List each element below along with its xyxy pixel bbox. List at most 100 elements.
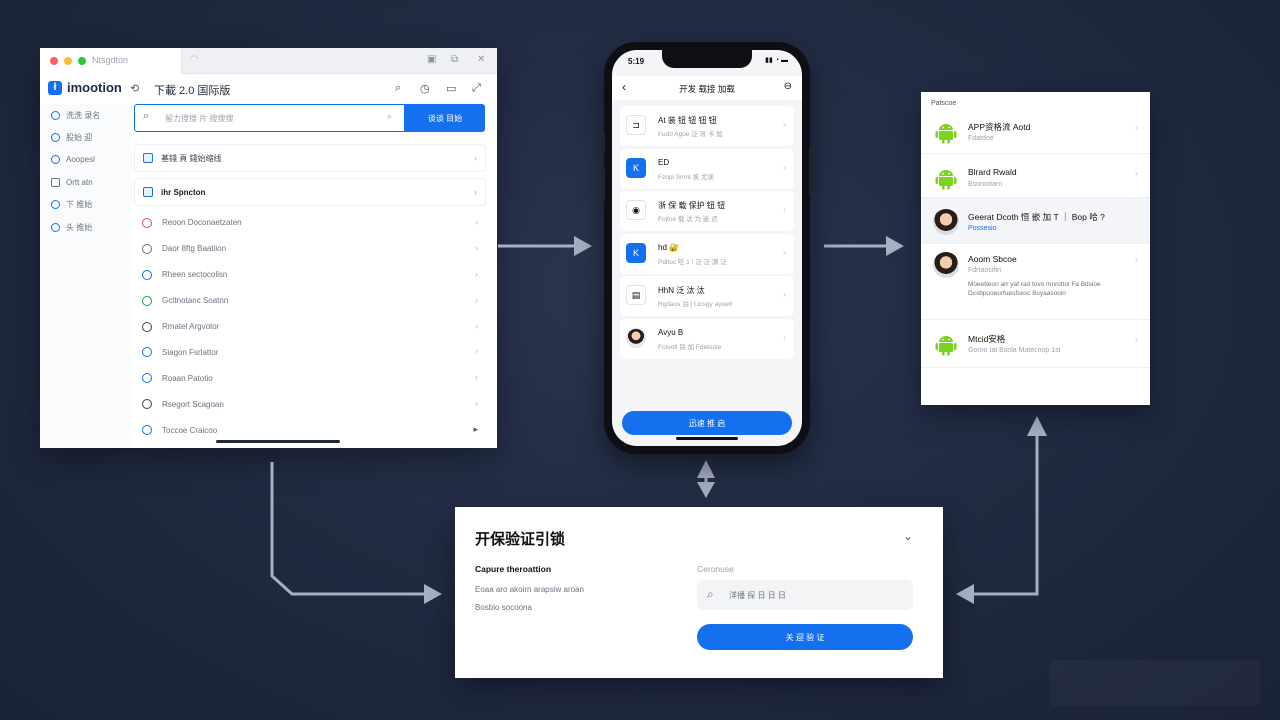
arrowhead-up	[697, 460, 715, 478]
chevron-right-icon: ›	[783, 204, 786, 214]
phone-cta-button[interactable]: 迅速 推 启	[622, 411, 792, 435]
card-search-input[interactable]: ⌕ 洋播 探 日 日 日	[697, 580, 913, 610]
sidebar-icon	[51, 155, 60, 165]
item-title: ED	[658, 157, 670, 167]
sidebar-icon	[51, 200, 60, 210]
phone-title: 开发 载接 加载	[679, 84, 735, 94]
horizontal-scrollbar[interactable]	[216, 440, 340, 443]
cast-icon[interactable]: ▭	[446, 83, 457, 95]
android-icon	[933, 119, 959, 145]
list-item[interactable]: Rmatel Argvotor›	[134, 314, 486, 340]
chevron-down-icon[interactable]: ⌄	[902, 529, 913, 543]
item-subtitle: Fudo Agoe 泛 讯 卡 加	[658, 131, 723, 138]
list-item[interactable]: Daor 8ftg Baatiion›	[134, 236, 486, 262]
list-item[interactable]: Toccoe Craicoo▸	[134, 417, 486, 443]
status-time: 5:19	[628, 57, 645, 66]
list-item[interactable]: Siagon Fsrlattor ›	[134, 339, 486, 365]
chevron-right-icon: ›	[1135, 254, 1138, 264]
sidebar-item[interactable]: Ortt atn	[40, 171, 132, 193]
list-item[interactable]: Rsegort Scagoan›	[134, 391, 486, 417]
search-icon[interactable]: ⌕	[395, 82, 402, 94]
item-icon	[142, 217, 152, 228]
sidebar-item[interactable]: 头 推始	[40, 216, 132, 238]
brand-name: imootion	[67, 80, 122, 95]
chevron-right-icon: ›	[783, 246, 786, 257]
panel-header: Patscoe	[931, 100, 957, 107]
card-submit-button[interactable]: 关 迎 验 证	[697, 624, 913, 650]
clock-icon[interactable]: ◷	[420, 83, 430, 95]
brand[interactable]: ł imootion	[48, 80, 122, 95]
avatar	[933, 209, 959, 235]
expand-icon[interactable]: ⤢	[472, 82, 481, 94]
search-button[interactable]: 谈谈 目始	[405, 104, 485, 132]
sync-icon[interactable]: ⟲	[130, 83, 140, 95]
browser-tab[interactable]: Ntsgdton	[40, 48, 182, 74]
item-subtitle: Fojtoe 载 汰 为 迷 迟	[658, 216, 718, 223]
phone-side-button	[602, 132, 605, 154]
chevron-right-icon: ›	[475, 372, 478, 383]
arrow-desktop-to-card	[270, 462, 430, 596]
search-input[interactable]: ⌕ 留力搜搜 片 搜搜搜 ⌕	[134, 104, 405, 132]
list-item[interactable]: Gcttnotanc Soatnn›	[134, 288, 486, 314]
sidebar-item[interactable]: Aoopesl	[40, 149, 132, 171]
chevron-right-icon: ›	[475, 346, 478, 357]
minimize-dot[interactable]	[64, 57, 72, 65]
item-subtitle: Fdatdoe	[968, 135, 994, 142]
sidebar-item[interactable]: 股始 迎	[40, 126, 132, 148]
search-icon: ⌕	[143, 110, 150, 122]
window-minimize-icon[interactable]: ▣	[427, 54, 437, 65]
more-icon[interactable]: ⊖	[783, 81, 792, 92]
search-clear-icon[interactable]: ⌕	[386, 111, 392, 121]
brand-logo-icon: ł	[48, 80, 62, 95]
sidebar-icon	[51, 222, 60, 232]
item-subtitle: Bsorootarn	[968, 181, 1003, 188]
close-dot[interactable]	[50, 57, 58, 65]
maximize-dot[interactable]	[78, 57, 86, 65]
sidebar-item-label: 洗洗 录名	[66, 110, 101, 120]
list-item[interactable]: Roaan Patotio›	[134, 365, 486, 391]
arrowhead-left	[956, 584, 974, 604]
window-close-icon[interactable]: ✕	[477, 54, 486, 65]
item-title: hd 🔐	[658, 242, 680, 252]
list-item-label: Siagon Fsrlattor	[162, 347, 219, 357]
chevron-right-icon: ›	[783, 161, 786, 172]
card-row[interactable]: ihr Spncton ›	[134, 178, 486, 206]
back-icon[interactable]: ‹	[622, 80, 626, 94]
item-title: 浙 保 载 保护 钮 钮	[658, 201, 726, 210]
arrowhead-right	[886, 236, 904, 256]
item-title: Geerat Dcoth 恒 嵌 加 T ｜ Bop 哈 ?	[968, 212, 1105, 222]
window-restore-icon[interactable]: ⧉	[451, 54, 459, 65]
item-title: Aoom Sbcoe	[968, 254, 1017, 264]
list-item-label: Rheen sectocolisn	[162, 270, 228, 280]
status-icons: ▮▮ ◔ ▬	[765, 57, 788, 64]
list-item[interactable]: Reoon Doconaetzaten›	[134, 210, 486, 236]
item-title: APP资格流 Aotd	[968, 122, 1031, 132]
sidebar-item[interactable]: 下 推始	[40, 194, 132, 216]
list-item-label: Toccoe Craicoo	[162, 425, 218, 435]
card-text: Eoaa aro akoirn arapsiw aroan	[475, 585, 584, 594]
app-icon: K	[626, 242, 646, 263]
app-icon: ⊐	[626, 115, 646, 135]
item-subtitle: Goroo tat Bsola Matecnop 1st	[968, 347, 1061, 354]
list-item[interactable]: Rheen sectocolisn›	[134, 262, 486, 288]
new-tab-icon[interactable]: ◠	[190, 54, 199, 65]
search-icon: ⌕	[707, 587, 714, 601]
header-title: 下載 2.0 国际版	[154, 85, 231, 97]
panel-list-item[interactable]: Geerat Dcoth 恒 嵌 加 T ｜ Bop 哈 ?Possesio	[921, 198, 1150, 244]
doc-icon	[143, 153, 153, 163]
phone-side-button	[602, 166, 605, 202]
card-row[interactable]: 基錢 頁 錢始缩线 ›	[134, 144, 486, 172]
sidebar-item[interactable]: 洗洗 录名	[40, 104, 132, 126]
